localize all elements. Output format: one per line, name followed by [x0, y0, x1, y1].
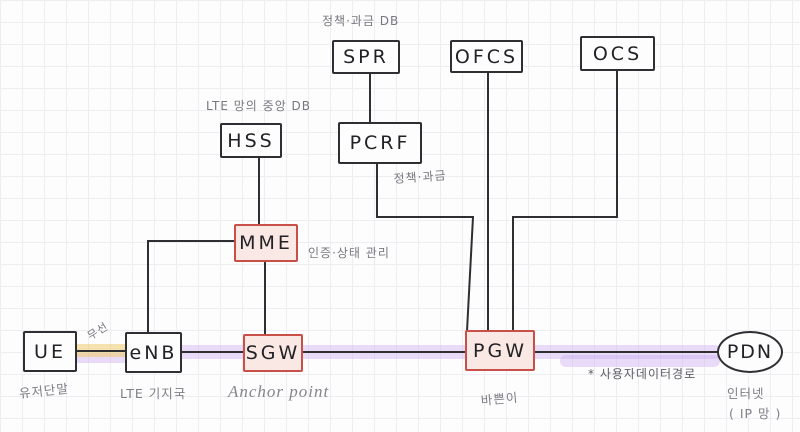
node-pcrf: PCRF [338, 122, 422, 164]
node-enb: eNB [125, 332, 182, 373]
node-ocs: OCS [580, 36, 655, 71]
node-ofcs: OFCS [450, 40, 523, 73]
caption-pdn: 인터넷 [727, 386, 765, 401]
link-pcrf-pgw [376, 163, 475, 332]
user-data-path-label: * 사용자데이터경로 [588, 367, 697, 381]
link-mme-enb [147, 240, 235, 334]
note-mme: 인증·상태 관리 [308, 246, 390, 260]
node-mme: MME [234, 224, 298, 262]
node-pgw: PGW [465, 330, 535, 371]
note-spr: 정책·과금 DB [322, 14, 400, 28]
node-spr: SPR [332, 40, 400, 74]
node-pdn: PDN [717, 331, 783, 373]
link-ocs-pgw [512, 70, 618, 332]
node-ue: UE [23, 331, 77, 372]
caption-sgw: Anchor point [228, 382, 330, 401]
caption-enb: LTE 기지국 [120, 386, 187, 401]
note-hss: LTE 망의 중앙 DB [206, 99, 312, 113]
node-hss: HSS [220, 123, 282, 158]
caption-pdn-2: ( IP 망 ) [729, 406, 782, 421]
caption-pgw: 바쁜이 [480, 389, 519, 408]
user-data-path-highlight-note [560, 355, 720, 367]
node-sgw: SGW [243, 334, 303, 372]
